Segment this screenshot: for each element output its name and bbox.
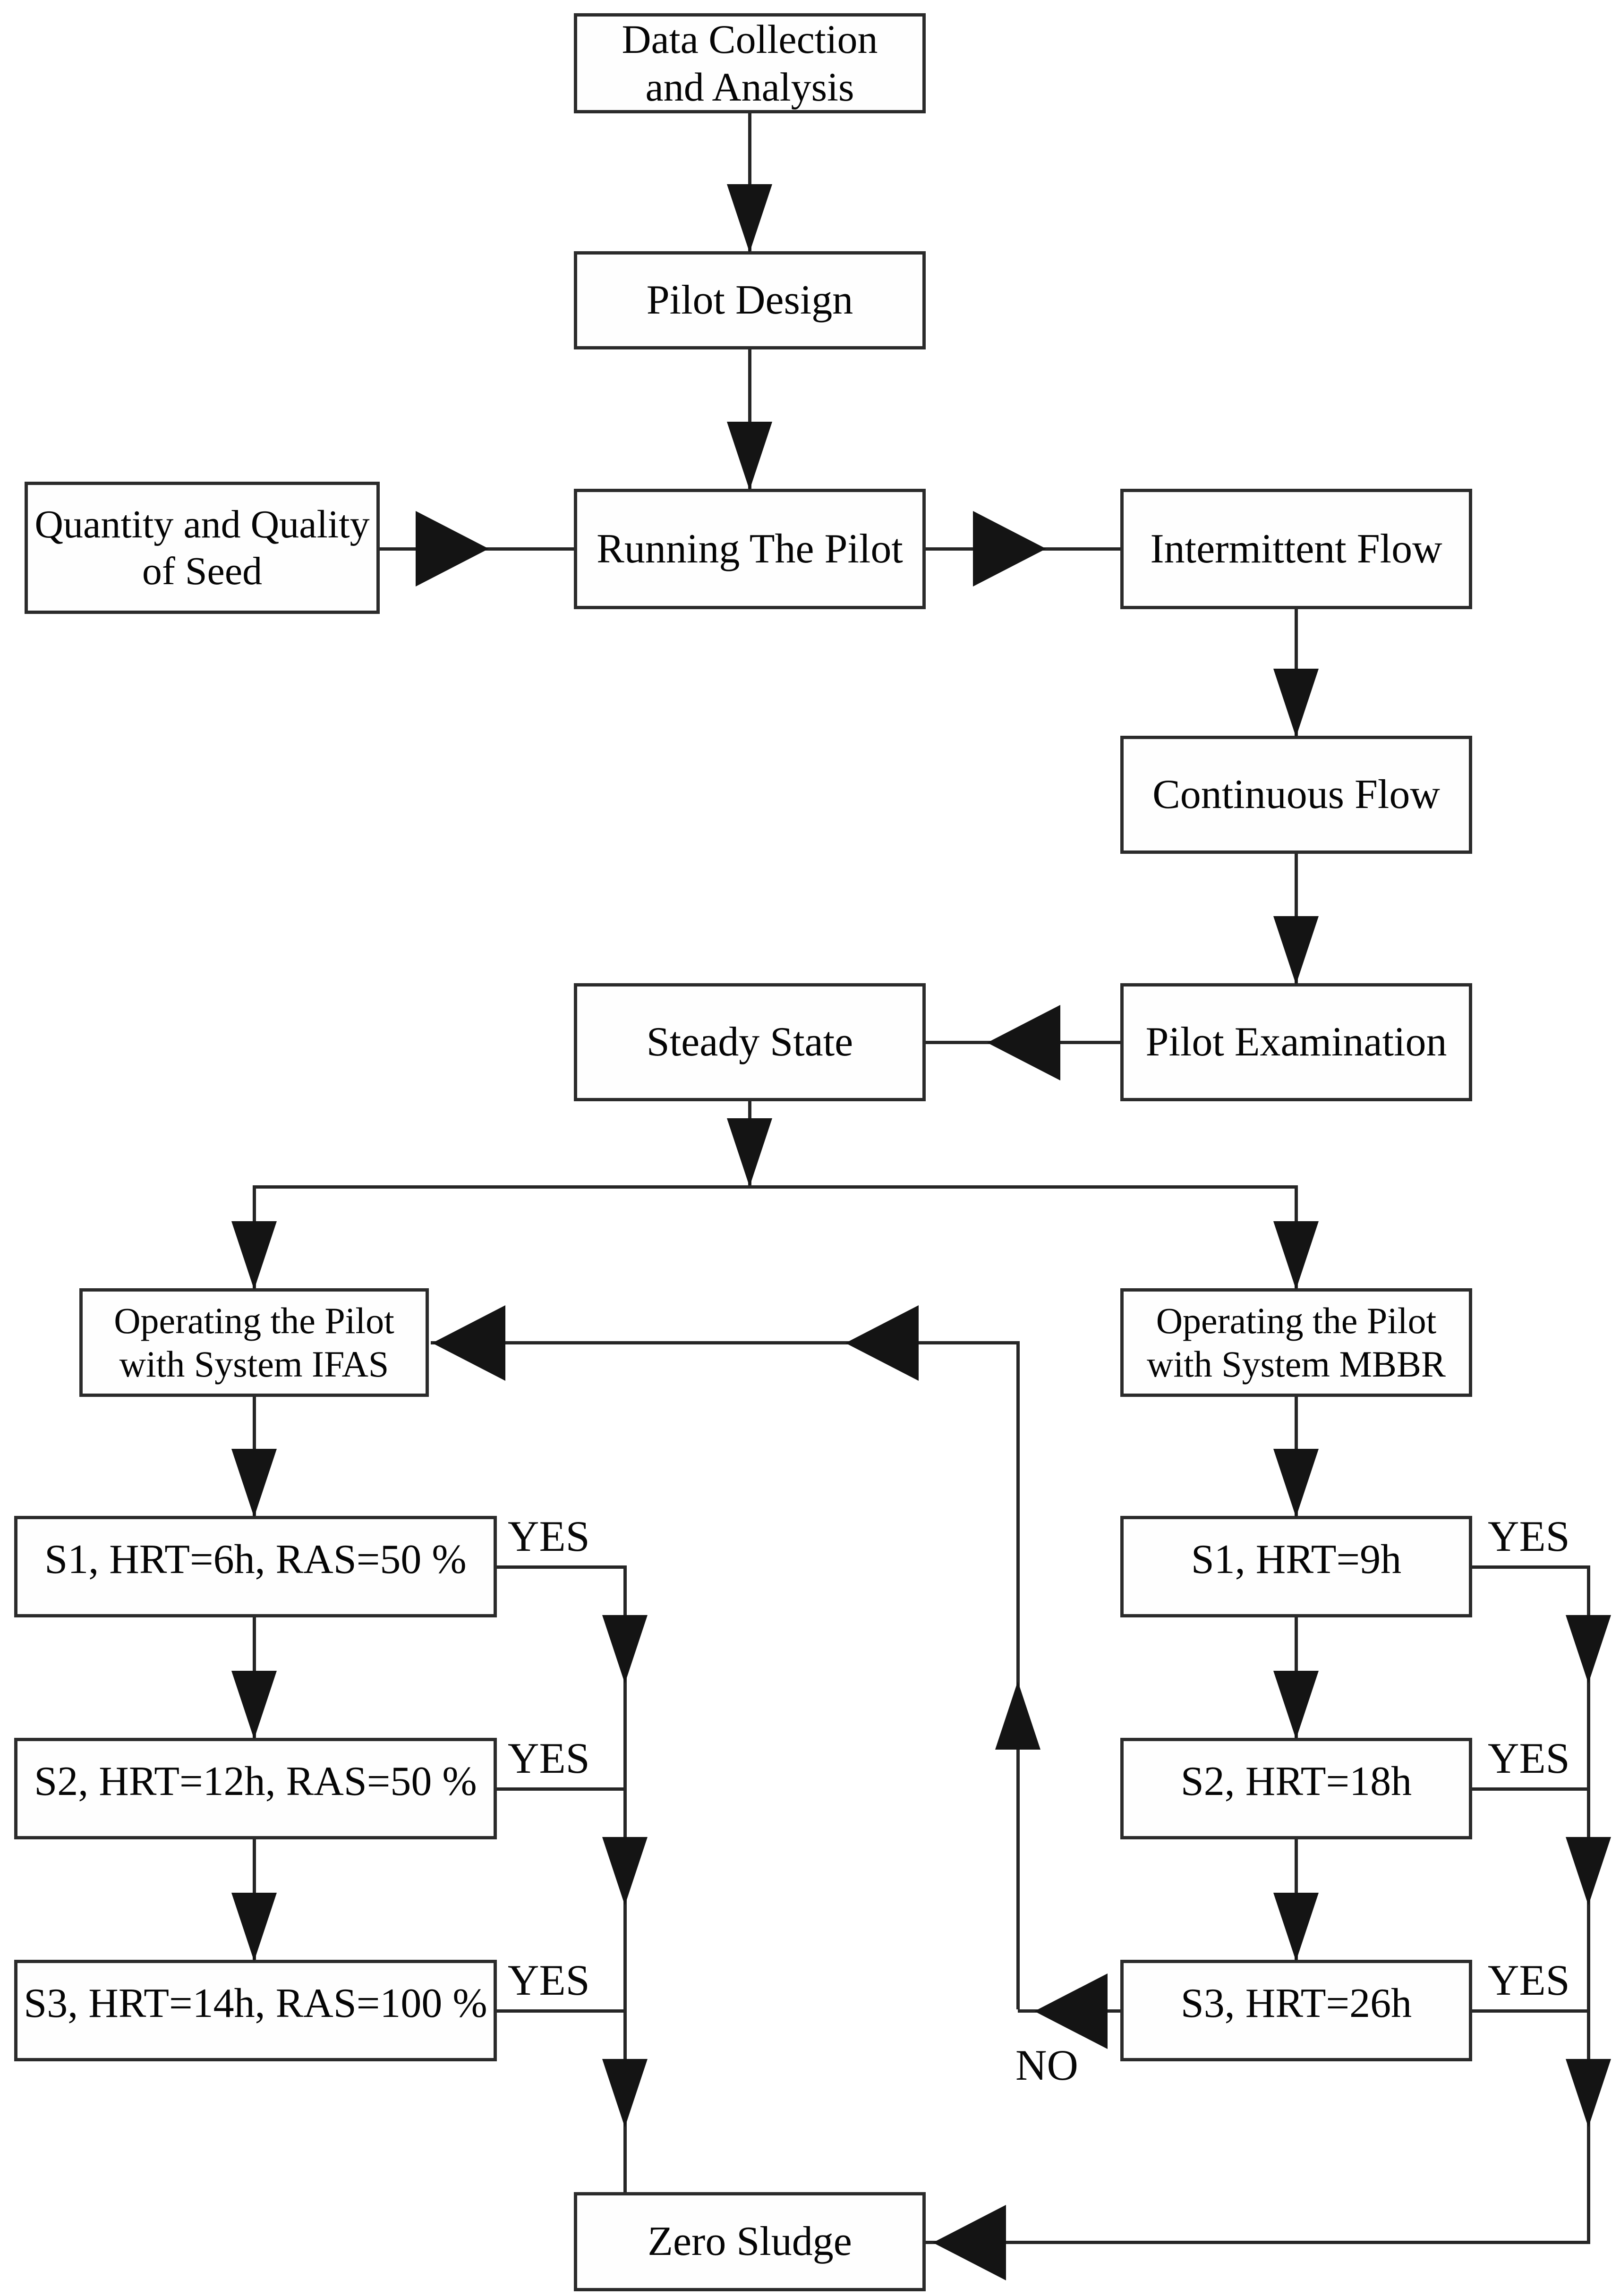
arrowhead-yes-rail-left-3	[602, 2059, 648, 2127]
no-label: NO	[1015, 2041, 1078, 2089]
arrowhead-no-from-s3-mbbr	[1034, 1973, 1108, 2049]
arrowhead-yes-rail-right-1	[1566, 1615, 1611, 1684]
node-mbbr-ops: Operating the Pilot with System MBBR	[1120, 1288, 1472, 1397]
yes-label-s1-ifas: YES	[508, 1512, 590, 1560]
arrowhead-yes-rail-left-1	[602, 1615, 648, 1684]
yes-s2-ifas-line	[497, 1787, 627, 1791]
node-intermittent-flow: Intermittent Flow	[1120, 489, 1472, 609]
yes-s3-ifas-line	[497, 2009, 627, 2013]
yes-s3-mbbr-line	[1472, 2009, 1590, 2013]
arrowhead-into-pilot-examination	[1273, 916, 1319, 985]
arrowhead-into-s3-ifas	[231, 1893, 277, 1961]
arrowhead-into-s2-ifas	[231, 1671, 277, 1739]
arrowhead-into-ifas-return	[432, 1305, 505, 1381]
node-s1-mbbr: S1, HRT=9h	[1120, 1516, 1472, 1617]
yes-label-s3-ifas: YES	[508, 1956, 590, 2004]
node-s3-ifas: S3, HRT=14h, RAS=100 %	[14, 1960, 497, 2061]
node-quantity-seed: Quantity and Quality of Seed	[25, 482, 380, 614]
arrowhead-into-ifas-ops	[231, 1221, 277, 1290]
arrowhead-into-s2-mbbr	[1273, 1671, 1319, 1739]
arrowhead-yes-rail-right-2	[1566, 1837, 1611, 1905]
node-s3-mbbr: S3, HRT=26h	[1120, 1960, 1472, 2061]
yes-label-s2-mbbr: YES	[1488, 1734, 1570, 1782]
arrowhead-no-return-up	[995, 1681, 1040, 1750]
arrowhead-quantity-to-running	[416, 511, 489, 587]
split-branch-line	[253, 1185, 1297, 1189]
edge-datacollection-pilotdesign-line	[748, 113, 751, 251]
node-pilot-design: Pilot Design	[574, 251, 926, 349]
arrowhead-into-continuous-flow	[1273, 669, 1319, 737]
edge-pilotdesign-running-line	[748, 349, 751, 489]
arrowhead-into-zero-sludge	[933, 2205, 1006, 2280]
arrowhead-no-return-mid	[845, 1305, 919, 1381]
arrowhead-into-s3-mbbr	[1273, 1893, 1319, 1961]
arrowhead-into-mbbr-ops	[1273, 1221, 1319, 1290]
yes-label-s1-mbbr: YES	[1488, 1512, 1570, 1560]
arrowhead-running-to-intermittent	[973, 511, 1046, 587]
yes-label-s3-mbbr: YES	[1488, 1956, 1570, 2004]
arrowhead-into-running-pilot	[727, 422, 772, 490]
node-s1-ifas: S1, HRT=6h, RAS=50 %	[14, 1516, 497, 1617]
arrowhead-steady-to-split	[727, 1118, 772, 1187]
node-running-pilot: Running The Pilot	[574, 489, 926, 609]
yes-s2-mbbr-line	[1472, 1787, 1590, 1791]
node-data-collection: Data Collection and Analysis	[574, 13, 926, 113]
node-zero-sludge: Zero Sludge	[574, 2192, 926, 2291]
no-return-horizontal-line	[431, 1341, 1019, 1344]
yes-s1-mbbr-line	[1472, 1565, 1590, 1569]
no-return-vertical-line	[1016, 1341, 1020, 2009]
node-pilot-examination: Pilot Examination	[1120, 983, 1472, 1101]
yes-s1-ifas-line	[497, 1565, 627, 1569]
arrowhead-yes-rail-left-2	[602, 1837, 648, 1905]
node-continuous-flow: Continuous Flow	[1120, 736, 1472, 854]
node-ifas-ops: Operating the Pilot with System IFAS	[79, 1288, 429, 1397]
node-s2-ifas: S2, HRT=12h, RAS=50 %	[14, 1738, 497, 1839]
arrowhead-into-s1-mbbr	[1273, 1449, 1319, 1517]
node-steady-state: Steady State	[574, 983, 926, 1101]
yes-label-s2-ifas: YES	[508, 1734, 590, 1782]
edge-yesrail-zerosludge-line	[926, 2241, 1590, 2244]
arrowhead-into-steady-state	[987, 1005, 1060, 1080]
node-s2-mbbr: S2, HRT=18h	[1120, 1738, 1472, 1839]
arrowhead-into-s1-ifas	[231, 1449, 277, 1517]
arrowhead-yes-rail-right-3	[1566, 2059, 1611, 2127]
arrowhead-into-pilot-design	[727, 184, 772, 253]
